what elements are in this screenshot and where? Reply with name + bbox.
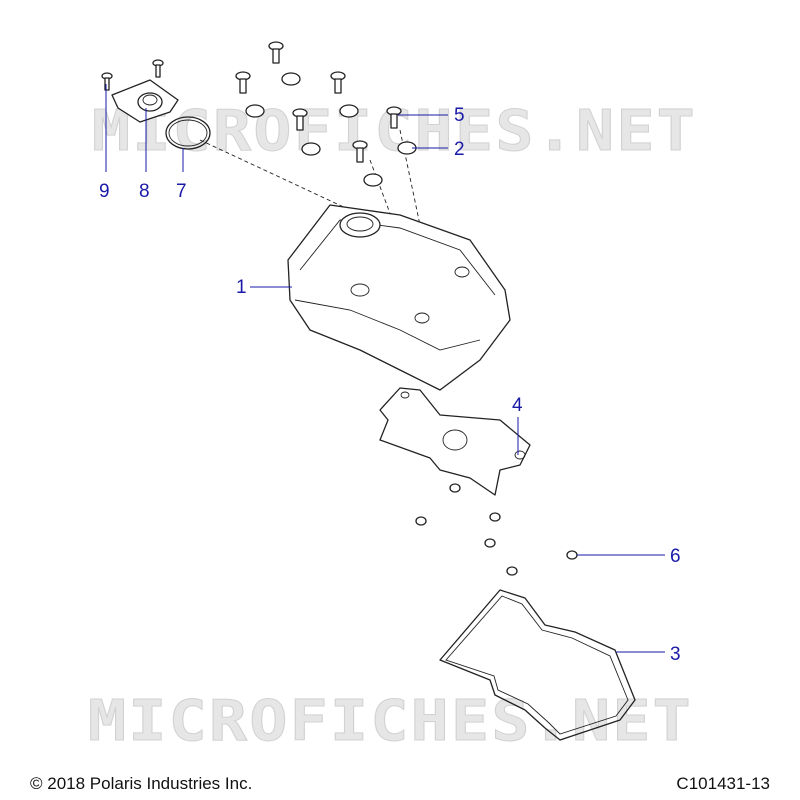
leader-lines xyxy=(105,84,665,653)
diagram-reference-code: C101431-13 xyxy=(676,774,770,793)
callout-2: 2 xyxy=(454,139,465,160)
o-ring-part-7 xyxy=(165,116,211,150)
watermark-bottom: MICROFICHES.NET xyxy=(88,689,693,754)
callout-4: 4 xyxy=(512,395,523,416)
copyright-text: © 2018 Polaris Industries Inc. xyxy=(30,774,253,793)
callout-9: 9 xyxy=(99,181,110,202)
gasket-plate-part-4 xyxy=(379,387,531,496)
grommets-part-2 xyxy=(245,72,417,187)
callout-1: 1 xyxy=(236,277,247,298)
callout-3: 3 xyxy=(670,644,681,665)
housing-part-8 xyxy=(111,79,179,123)
valve-cover-part-1 xyxy=(287,204,511,391)
gasket-part-3 xyxy=(439,589,636,741)
callout-6: 6 xyxy=(670,546,681,567)
bolt-part-9 xyxy=(101,59,164,91)
callout-5: 5 xyxy=(454,105,465,126)
callout-7: 7 xyxy=(176,181,187,202)
callout-8: 8 xyxy=(139,181,150,202)
fasteners-part-6 xyxy=(415,483,578,576)
callout-labels: 1 2 3 4 5 6 7 8 9 xyxy=(99,105,681,665)
bolts-part-5 xyxy=(235,41,402,163)
